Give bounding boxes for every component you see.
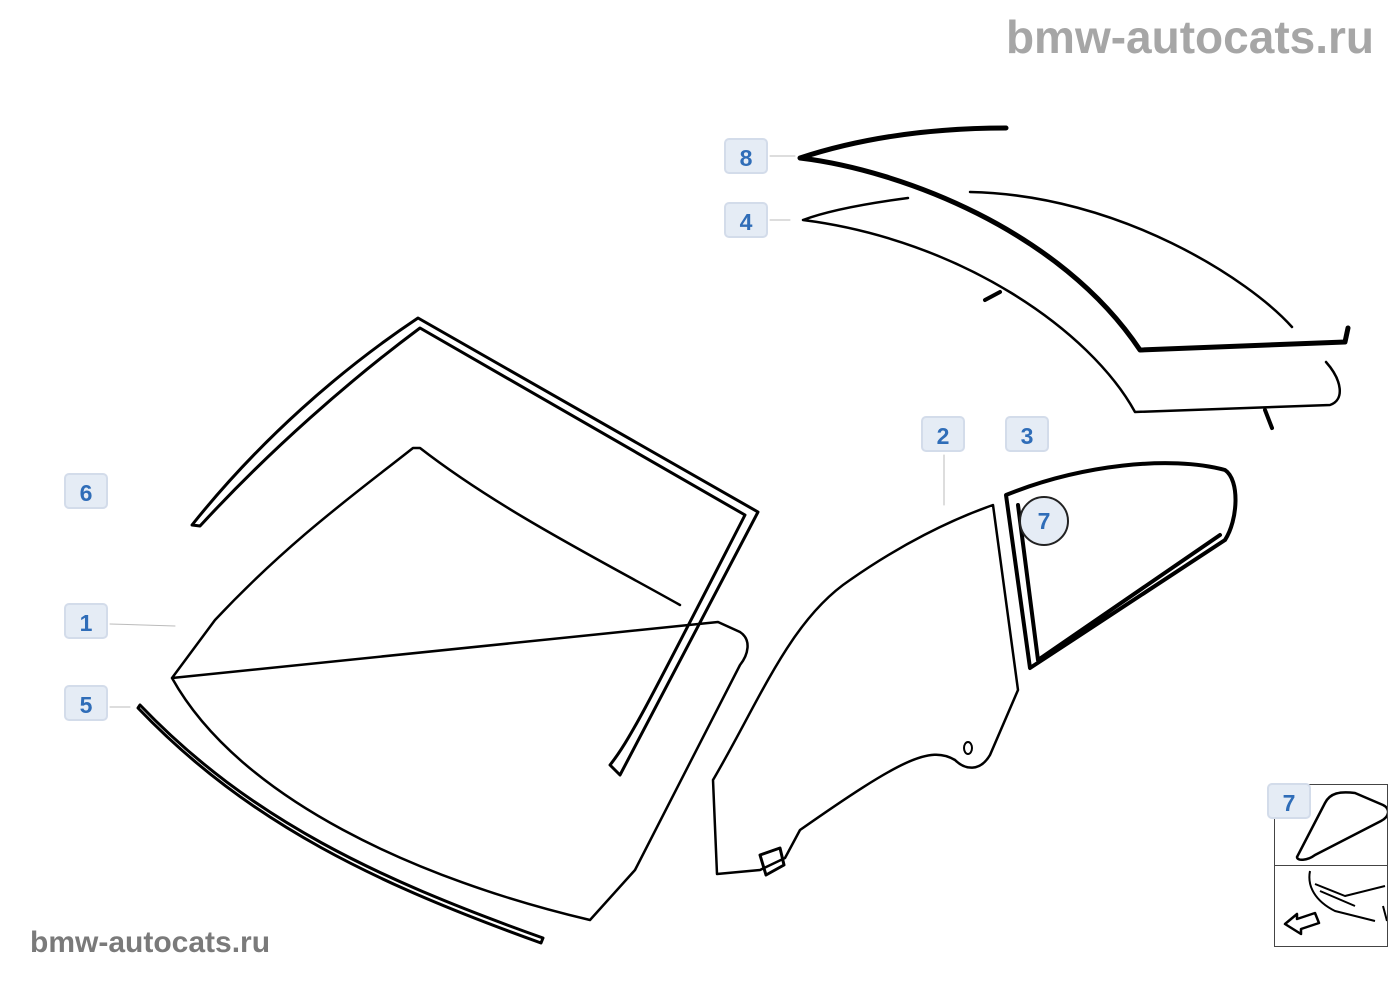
vehicle-location-thumbnail[interactable]	[1274, 865, 1388, 947]
callout-3[interactable]: 3	[1005, 416, 1049, 452]
callout-2[interactable]: 2	[921, 416, 965, 452]
watermark-top: bmw-autocats.ru	[1005, 11, 1374, 63]
callout-6[interactable]: 6	[64, 473, 108, 509]
door-glass-bracket	[758, 846, 786, 877]
rear-window-seal	[797, 125, 1351, 353]
quarter-glass	[1004, 461, 1238, 670]
rear-window	[801, 190, 1341, 414]
leader-lines	[109, 155, 945, 708]
callout-8[interactable]: 8	[724, 138, 768, 174]
rear-window-clips	[983, 290, 1274, 430]
windshield-seal	[190, 316, 760, 777]
watermark-bottom: bmw-autocats.ru	[30, 926, 271, 959]
callout-5[interactable]: 5	[64, 685, 108, 721]
windshield	[170, 446, 749, 922]
callout-7[interactable]: 7	[1019, 496, 1069, 546]
car-front-arrow-icon	[1283, 870, 1388, 936]
callout-7-thumbnail[interactable]: 7	[1267, 783, 1311, 819]
lower-strip	[136, 703, 545, 945]
door-glass-hole	[963, 741, 973, 755]
door-glass	[711, 503, 1020, 876]
callout-1[interactable]: 1	[64, 603, 108, 639]
callout-4[interactable]: 4	[724, 202, 768, 238]
